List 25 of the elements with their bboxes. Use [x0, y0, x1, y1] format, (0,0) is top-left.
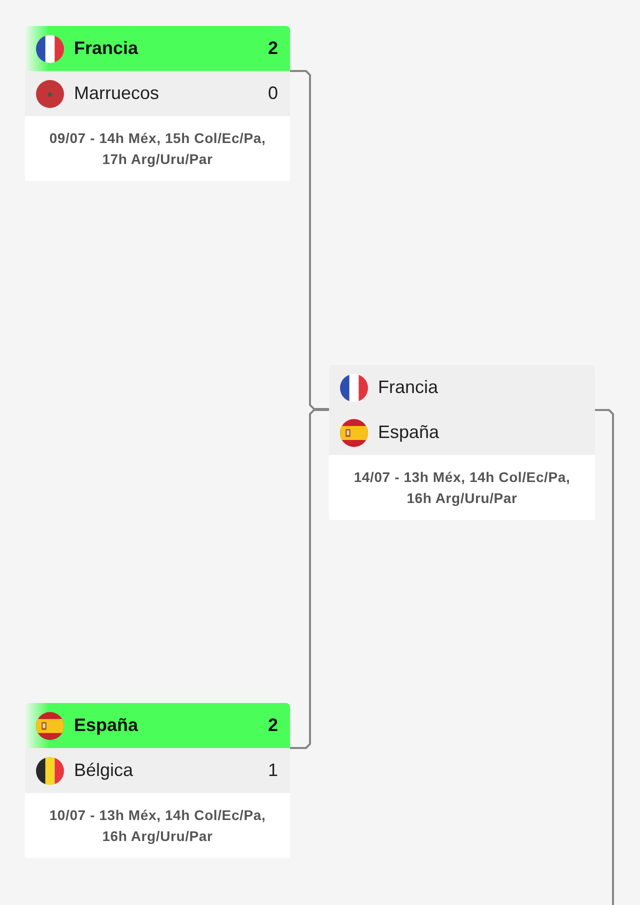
match-time: 14/07 - 13h Méx, 14h Col/Ec/Pa, 16h Arg/Uru/Par — [352, 468, 572, 508]
match-time: 09/07 - 14h Méx, 15h Col/Ec/Pa, 17h Arg/Uru/Par — [48, 129, 267, 169]
match-card — [25, 703, 290, 858]
team-row — [25, 748, 290, 793]
team-name: España — [378, 422, 440, 443]
team-row — [329, 410, 595, 455]
match-time: 10/07 - 13h Méx, 14h Col/Ec/Pa, 16h Arg/Uru/Par — [48, 806, 267, 846]
team-name: Bélgica — [74, 760, 134, 781]
team-name: España — [74, 715, 140, 736]
bracket-line — [290, 409, 329, 749]
bracket-line — [290, 70, 329, 410]
team-name: Francia — [74, 38, 140, 59]
score: 1 — [268, 760, 278, 781]
team-name: Francia — [378, 377, 440, 398]
score: 2 — [268, 715, 278, 736]
match-card — [25, 26, 290, 181]
team-row — [25, 71, 290, 116]
score: 0 — [268, 83, 278, 104]
score: 2 — [268, 38, 278, 59]
team-name: Marruecos — [74, 83, 160, 104]
team-row — [25, 703, 290, 748]
team-row — [329, 365, 595, 410]
bracket-line — [595, 409, 614, 905]
team-row — [25, 26, 290, 71]
match-card — [329, 365, 595, 520]
